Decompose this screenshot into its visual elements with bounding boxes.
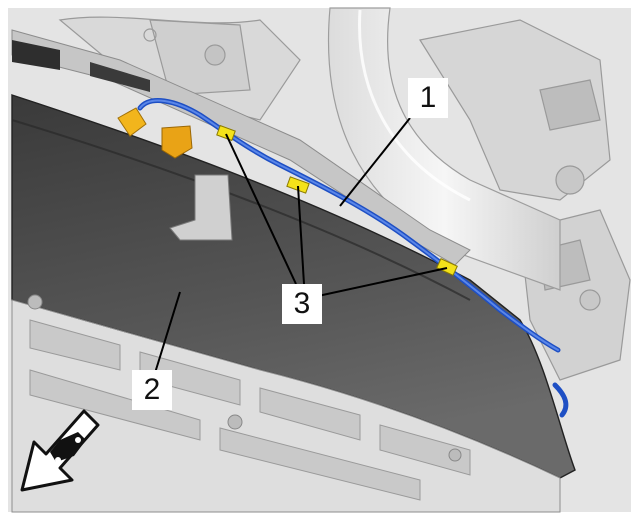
callout-2: 2 — [132, 370, 172, 410]
engine-components — [58, 16, 631, 381]
harness-branch — [552, 382, 569, 418]
center-bracket — [169, 174, 233, 241]
grille-slots — [29, 319, 471, 501]
front-of-vehicle-arrow-icon — [20, 409, 100, 492]
harness-clips — [216, 124, 458, 276]
callout-1: 1 — [408, 78, 448, 118]
connector-sensor — [161, 125, 193, 159]
leader-lines — [154, 117, 448, 374]
callout-3: 3 — [282, 284, 322, 324]
intake-pipe — [327, 7, 561, 291]
connector-left — [117, 107, 147, 137]
